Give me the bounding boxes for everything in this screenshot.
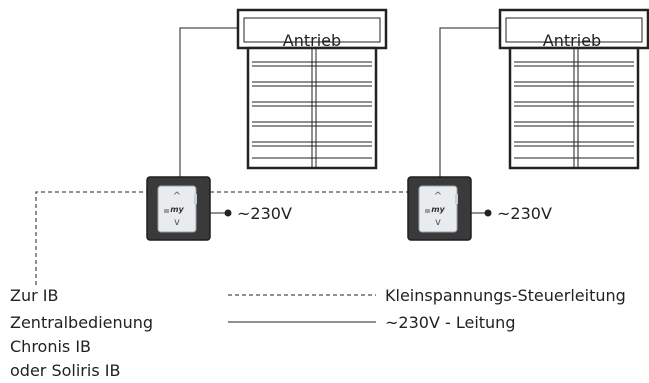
legend-solid-label: ~230V - Leitung bbox=[385, 313, 515, 332]
central-unit-note: Zur IB Zentralbedienung Chronis IB oder … bbox=[10, 286, 153, 380]
switch-down-arrow-1: v bbox=[174, 217, 180, 228]
blind-cassette-inner-2 bbox=[505, 17, 643, 43]
central-unit-line-4: oder Soliris IB bbox=[10, 361, 120, 379]
roller-shutter-1: Antrieb bbox=[236, 8, 388, 170]
switch-up-arrow-2: ^ bbox=[434, 191, 442, 202]
legend-dashed-label: Kleinspannungs-Steuerleitung bbox=[385, 286, 626, 305]
blind-label-2: Antrieb bbox=[543, 31, 601, 50]
power-terminal-1 bbox=[224, 209, 232, 217]
switch-down-arrow-2: v bbox=[435, 217, 441, 228]
legend: Kleinspannungs-Steuerleitung ~230V - Lei… bbox=[228, 286, 626, 332]
blind-slats-2 bbox=[514, 61, 634, 159]
central-unit-line-2: Zentralbedienung bbox=[10, 313, 153, 332]
power-line-blind-1 bbox=[179, 27, 240, 178]
central-unit-line-3: Chronis IB bbox=[10, 337, 91, 356]
power-terminal-2 bbox=[484, 209, 492, 217]
blind-slats-1 bbox=[252, 61, 372, 159]
connection-lines bbox=[35, 27, 503, 285]
switch-up-arrow-1: ^ bbox=[173, 191, 181, 202]
wall-switch-1: ^ my v ~230V bbox=[146, 176, 292, 241]
switch-plate-2 bbox=[418, 185, 458, 233]
blind-cassette-inner-1 bbox=[243, 17, 381, 43]
switch-plate-1 bbox=[157, 185, 197, 233]
power-label-2: ~230V bbox=[497, 204, 552, 223]
power-line-blind-2 bbox=[439, 27, 503, 178]
switch-my-label-1: my bbox=[170, 205, 184, 214]
roller-shutter-2: Antrieb bbox=[498, 8, 649, 170]
control-line-central-to-switch-1 bbox=[35, 191, 147, 285]
wall-switch-2: ^ my v ~230V bbox=[407, 176, 552, 241]
power-label-1: ~230V bbox=[237, 204, 292, 223]
central-unit-line-1: Zur IB bbox=[10, 286, 58, 305]
switch-my-label-2: my bbox=[431, 205, 445, 214]
blind-label-1: Antrieb bbox=[283, 31, 341, 50]
